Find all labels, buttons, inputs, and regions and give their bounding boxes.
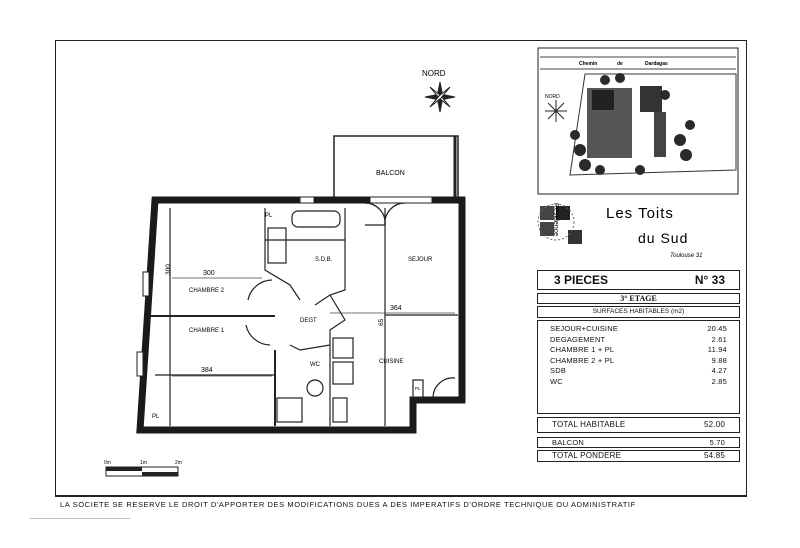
room-label-degt: DEGT (300, 318, 317, 324)
svg-text:Toulouse 31: Toulouse 31 (670, 253, 702, 259)
svg-text:Les Toits: Les Toits (606, 205, 674, 222)
site-north-compass-icon (545, 100, 567, 122)
svg-text:300: 300 (203, 270, 215, 277)
disclaimer-text: LA SOCIETE SE RESERVE LE DROIT D'APPORTE… (60, 500, 636, 509)
apartment-type: 3 PIECES (554, 273, 609, 287)
room-label-wc: WC (310, 362, 321, 368)
svg-text:PL: PL (265, 213, 273, 219)
apartment-number: N° 33 (694, 273, 725, 287)
drawing-frame (55, 40, 747, 497)
svg-text:PL: PL (152, 414, 160, 420)
site-plan (537, 47, 739, 195)
room-label-sdb: S.D.B. (315, 257, 333, 263)
exterior-wall (136, 196, 466, 434)
room-label-balcon: BALCON (376, 170, 405, 177)
room-label-chambre-1: CHAMBRE 1 (189, 328, 225, 334)
north-label: NORD (422, 69, 446, 78)
dimension-lines (172, 277, 455, 377)
svg-text:364: 364 (390, 305, 402, 312)
svg-text:du Sud: du Sud (638, 230, 688, 246)
balcony-outline (333, 135, 459, 201)
svg-text:de: de (617, 61, 623, 67)
room-label-chambre-2: CHAMBRE 2 (189, 288, 225, 294)
svg-text:2m: 2m (175, 460, 182, 466)
svg-text:PL: PL (415, 386, 421, 391)
room-label-cuisine: CUISINE (379, 359, 403, 365)
svg-text:1m: 1m (140, 460, 147, 466)
window-sejour (369, 196, 433, 204)
svg-text:Chemin: Chemin (579, 61, 597, 67)
svg-text:65: 65 (378, 318, 385, 326)
svg-text:NORD: NORD (545, 94, 560, 100)
divider (30, 518, 130, 519)
room-label-sejour: SEJOUR (408, 257, 433, 263)
interior-walls (150, 202, 458, 426)
residence-logo (537, 203, 582, 244)
floor-label: 3° ETAGE (537, 293, 740, 304)
scale-bar (105, 466, 179, 477)
svg-text:Dardagas: Dardagas (645, 61, 668, 67)
north-compass-icon (424, 81, 456, 113)
surfaces-header: SURFACES HABITABLES (m2) (537, 306, 740, 318)
svg-text:300: 300 (165, 264, 172, 275)
svg-text:0m: 0m (104, 460, 111, 466)
svg-text:Résidence: Résidence (552, 203, 559, 236)
apartment-header: 3 PIECES N° 33 (537, 270, 740, 290)
svg-text:384: 384 (201, 367, 213, 374)
